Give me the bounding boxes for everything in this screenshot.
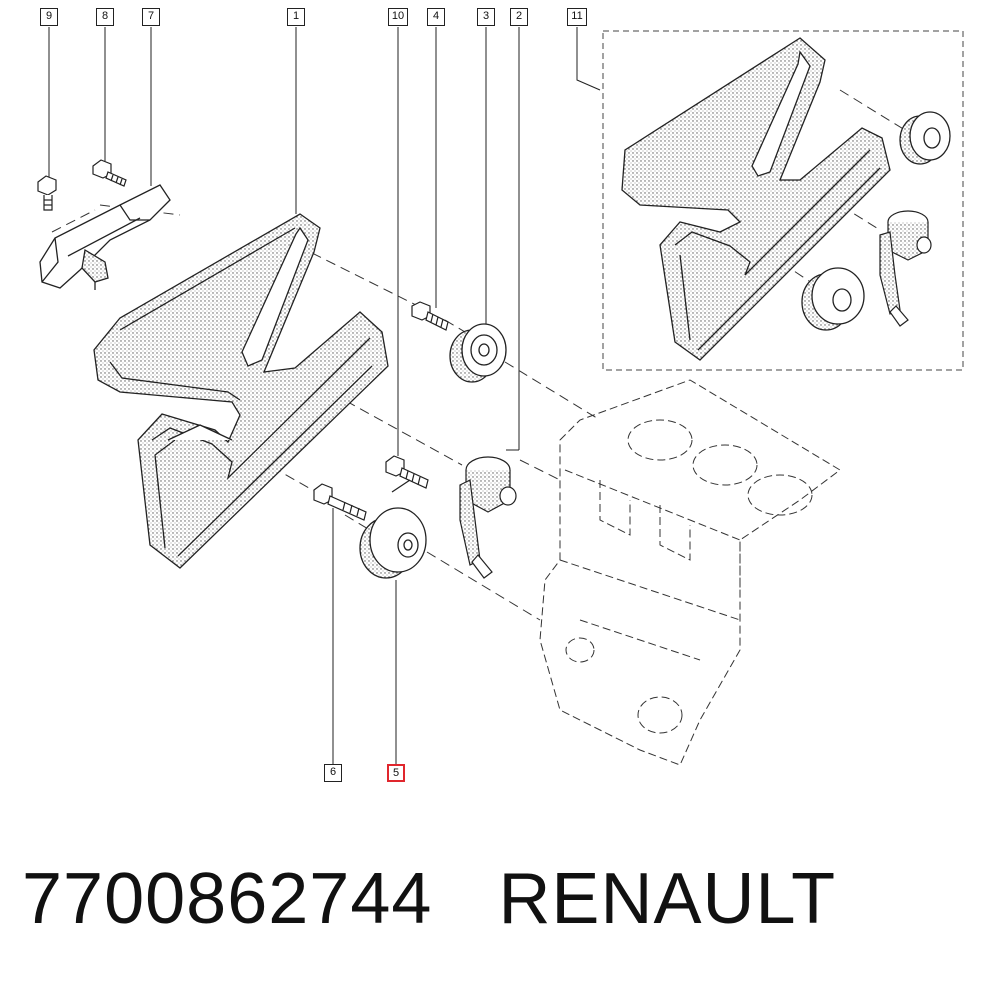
bolt-10 <box>385 455 429 493</box>
kit-11-pulley-top <box>899 111 951 165</box>
bracket-7 <box>39 184 171 290</box>
leader-lines <box>48 27 601 765</box>
part-caption: 7700862744 RENAULT <box>22 858 836 940</box>
engine-block <box>539 379 841 766</box>
bolt-9 <box>37 175 57 211</box>
kit-11-belt <box>621 37 891 361</box>
callout-6: 6 <box>324 764 342 782</box>
callout-1: 1 <box>287 8 305 26</box>
kit-11-outline <box>602 30 964 371</box>
callout-9: 9 <box>40 8 58 26</box>
callout-5-highlighted[interactable]: 5 <box>387 764 405 782</box>
callout-8: 8 <box>96 8 114 26</box>
kit-11-pulley-bottom <box>801 267 865 331</box>
idler-pulley-5 <box>359 507 427 579</box>
brand-name: RENAULT <box>498 859 837 939</box>
bolt-4 <box>411 301 449 331</box>
serpentine-belt-1 <box>93 213 389 569</box>
bolt-6 <box>313 483 367 521</box>
tensioner-2 <box>459 456 517 579</box>
bolt-8 <box>92 159 127 187</box>
callout-2: 2 <box>510 8 528 26</box>
part-number: 7700862744 <box>22 859 433 939</box>
callout-10: 10 <box>388 8 408 26</box>
callout-11: 11 <box>567 8 587 26</box>
callout-3: 3 <box>477 8 495 26</box>
kit-11-tensioner <box>879 210 932 327</box>
callout-4: 4 <box>427 8 445 26</box>
callout-7: 7 <box>142 8 160 26</box>
pulley-3 <box>449 323 507 383</box>
